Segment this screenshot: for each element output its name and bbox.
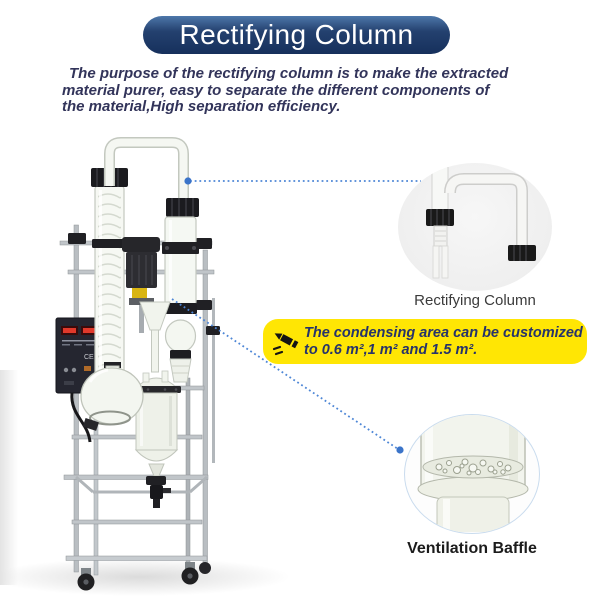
rectifying-section (162, 198, 199, 383)
product-photo: CE (0, 137, 290, 596)
callout-label-rectifying-column: Rectifying Column (414, 292, 536, 309)
description: The purpose of the rectifying column is … (62, 65, 532, 116)
note-line-2: to 0.6 m²,1 m² and 1.5 m². (304, 341, 478, 358)
bridge-tube (104, 137, 189, 210)
bottom-valve (146, 476, 166, 485)
connector-dot-bottom (396, 446, 404, 454)
page-title: Rectifying Column (179, 19, 414, 50)
caster-wheels (77, 562, 211, 591)
description-line-3: the material,High separation efficiency. (62, 98, 341, 115)
condensing-area-note: The condensing area can be customized to… (263, 319, 587, 364)
ventilation-baffle-detail-art (417, 415, 529, 532)
warning-sticker (132, 288, 147, 298)
callout-label-ventilation-baffle: Ventilation Baffle (407, 540, 537, 557)
packed-column (91, 168, 128, 390)
spherical-flask (80, 362, 144, 431)
control-box: CE (55, 317, 103, 443)
baffle-perforations (435, 458, 512, 476)
pencil-icon (272, 332, 299, 355)
description-line-1: The purpose of the rectifying column is … (69, 65, 509, 82)
separator-funnel (139, 301, 171, 373)
photo-backdrop (0, 370, 290, 596)
note-line-1: The condensing area can be customized (304, 325, 583, 341)
power-cable (70, 392, 92, 443)
rectifying-column-detail-art (426, 166, 536, 279)
rectifying-column-detail (398, 163, 552, 291)
note-text: The condensing area can be customized to… (304, 325, 583, 358)
description-line-2: material purer, easy to separate the dif… (62, 81, 490, 99)
title-banner: Rectifying Column (143, 16, 450, 54)
control-box-mark: CE (84, 354, 94, 361)
ventilation-baffle-detail (404, 414, 540, 534)
